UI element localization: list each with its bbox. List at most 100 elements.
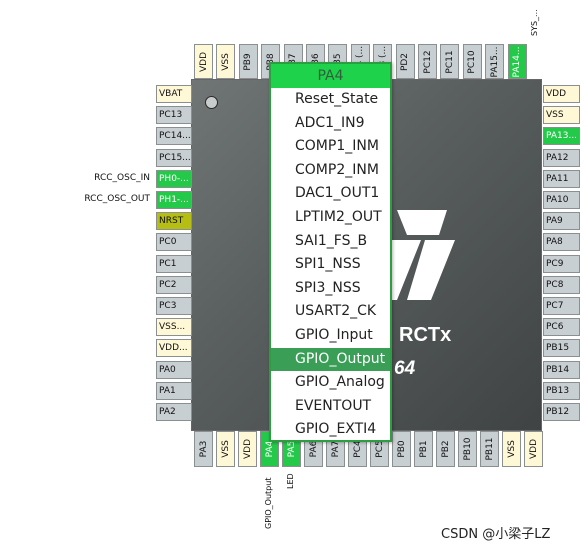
- pin-label: VBAT: [159, 89, 183, 99]
- pin-vss[interactable]: VSS: [502, 431, 521, 467]
- pin-pa15[interactable]: PA15...: [485, 44, 505, 79]
- pin-label: VDD...: [159, 343, 188, 354]
- pin-vdd[interactable]: VDD: [194, 44, 213, 79]
- pin-pc2[interactable]: PC2: [156, 275, 192, 294]
- menu-item-reset-state[interactable]: Reset_State: [295, 91, 379, 107]
- menu-item-comp2-inm[interactable]: COMP2_INM: [295, 161, 379, 178]
- pin-pa11[interactable]: PA11: [543, 169, 580, 188]
- pin-pc14[interactable]: PC14...: [156, 127, 192, 146]
- pin-pc15[interactable]: PC15...: [156, 148, 192, 167]
- pin-pb11[interactable]: PB11: [480, 431, 499, 467]
- menu-item-spi1-nss[interactable]: SPI1_NSS: [295, 256, 361, 273]
- pin-label: PB10: [462, 437, 473, 461]
- pin-pb10[interactable]: PB10: [458, 431, 477, 467]
- pin-label: PC3: [159, 301, 177, 311]
- menu-item-gpio-output[interactable]: GPIO_Output: [271, 347, 390, 372]
- pin-label: VDD: [242, 438, 253, 460]
- pin1-marker: [205, 96, 218, 109]
- pin-pa1[interactable]: PA1: [156, 381, 192, 400]
- pin-label: NRST: [159, 216, 184, 227]
- pin-pc0[interactable]: PC0: [156, 233, 192, 252]
- chip-package: 64: [394, 358, 416, 379]
- menu-item-dac1-out1[interactable]: DAC1_OUT1: [295, 185, 380, 202]
- pin-nrst[interactable]: NRST: [156, 212, 192, 231]
- pin-label: PB0: [396, 440, 407, 458]
- pin-label: PC12: [422, 49, 433, 74]
- pin-label: PC13: [159, 110, 183, 121]
- pin-label: VSS: [506, 440, 517, 458]
- pin-vdd[interactable]: VDD: [524, 431, 543, 467]
- pin-label: PA3: [198, 440, 209, 458]
- pin-pb1[interactable]: PB1: [414, 431, 433, 467]
- pin-pc12[interactable]: PC12: [418, 44, 437, 79]
- pin-vbat[interactable]: VBAT: [156, 85, 192, 103]
- pin-label: PC9: [546, 258, 564, 269]
- pin-vss[interactable]: VSS: [216, 44, 236, 79]
- pin-pa8[interactable]: PA8: [543, 233, 580, 252]
- pin-pa10[interactable]: PA10: [543, 191, 580, 209]
- pin-pb0[interactable]: PB0: [392, 431, 411, 467]
- pin-pb2[interactable]: PB2: [436, 431, 455, 467]
- pin-label: PA1: [159, 385, 176, 396]
- pin-pa3[interactable]: PA3: [194, 431, 213, 467]
- pin-label: PC10: [467, 49, 478, 74]
- pin-pc6[interactable]: PC6: [543, 318, 580, 337]
- pin-vdd[interactable]: VDD: [238, 431, 257, 467]
- menu-item-spi3-nss[interactable]: SPI3_NSS: [295, 279, 361, 296]
- pin-pc7[interactable]: PC7: [543, 297, 580, 315]
- pin-label: VDD: [546, 89, 567, 99]
- menu-item-lptim2-out[interactable]: LPTIM2_OUT: [295, 208, 382, 225]
- pin-pb15[interactable]: PB15: [543, 339, 580, 358]
- pin-pa9[interactable]: PA9: [543, 212, 580, 231]
- pin-label: PA13...: [546, 131, 578, 142]
- pin-label: PC0: [159, 237, 177, 248]
- pin-pb12[interactable]: PB12: [543, 403, 580, 421]
- pin-label: VSS: [220, 440, 231, 458]
- menu-item-sai1-fs-b[interactable]: SAI1_FS_B: [295, 232, 368, 249]
- signal-label-rcc-osc-out: RCC_OSC_OUT: [84, 194, 150, 204]
- pin-vss[interactable]: VSS: [543, 106, 580, 125]
- pin-label: PH1-...: [159, 195, 189, 205]
- pin-pa13[interactable]: PA13...: [543, 127, 580, 146]
- pin-pc11[interactable]: PC11: [440, 44, 460, 79]
- pin-vdd[interactable]: VDD: [543, 85, 580, 103]
- pin-label: PA12: [546, 152, 569, 163]
- pin-pc8[interactable]: PC8: [543, 275, 580, 294]
- pin-vss[interactable]: VSS: [216, 431, 235, 467]
- pin-label: VSS: [546, 110, 564, 121]
- pin-label: PA8: [546, 237, 563, 248]
- top-signal-label: SYS_...: [530, 9, 539, 36]
- pin-ph1[interactable]: PH1-...: [156, 191, 192, 209]
- pin-pa12[interactable]: PA12: [543, 148, 580, 167]
- pin-pb14[interactable]: PB14: [543, 360, 580, 379]
- pin-pa0[interactable]: PA0: [156, 360, 192, 379]
- pin-pc10[interactable]: PC10: [462, 44, 482, 79]
- pin-label: PB12: [546, 407, 570, 417]
- pin-pc3[interactable]: PC3: [156, 297, 192, 315]
- signal-label-rcc-osc-in: RCC_OSC_IN: [94, 172, 150, 183]
- pin-pc13[interactable]: PC13: [156, 106, 192, 125]
- menu-item-adc1-in9[interactable]: ADC1_IN9: [295, 114, 365, 131]
- pin-pc1[interactable]: PC1: [156, 254, 192, 273]
- pin-pd2[interactable]: PD2: [395, 44, 415, 79]
- menu-item-gpio-input[interactable]: GPIO_Input: [295, 326, 373, 343]
- pin-pa2[interactable]: PA2: [156, 403, 192, 421]
- pin-vdd[interactable]: VDD...: [156, 339, 192, 358]
- menu-item-gpio-analog[interactable]: GPIO_Analog: [295, 374, 385, 391]
- menu-item-gpio-exti4[interactable]: GPIO_EXTI4: [295, 421, 377, 438]
- signal-label-gpio-output: GPIO_Output: [264, 477, 273, 529]
- menu-item-comp1-inm[interactable]: COMP1_INM: [295, 138, 379, 155]
- pin-pa14[interactable]: PA14...: [507, 44, 527, 79]
- pin-label: PA4: [264, 440, 275, 458]
- pin-label: PA2: [159, 407, 176, 417]
- pin-label: PA7: [330, 440, 341, 458]
- pin-ph0[interactable]: PH0-...: [156, 169, 192, 188]
- pin-pb9[interactable]: PB9: [238, 44, 258, 79]
- menu-item-eventout[interactable]: EVENTOUT: [295, 397, 372, 414]
- pin-pb13[interactable]: PB13: [543, 381, 580, 400]
- menu-item-usart2-ck[interactable]: USART2_CK: [295, 303, 377, 320]
- pin-label: PC7: [546, 301, 564, 311]
- pin-vss[interactable]: VSS...: [156, 318, 192, 337]
- pin-pc9[interactable]: PC9: [543, 254, 580, 273]
